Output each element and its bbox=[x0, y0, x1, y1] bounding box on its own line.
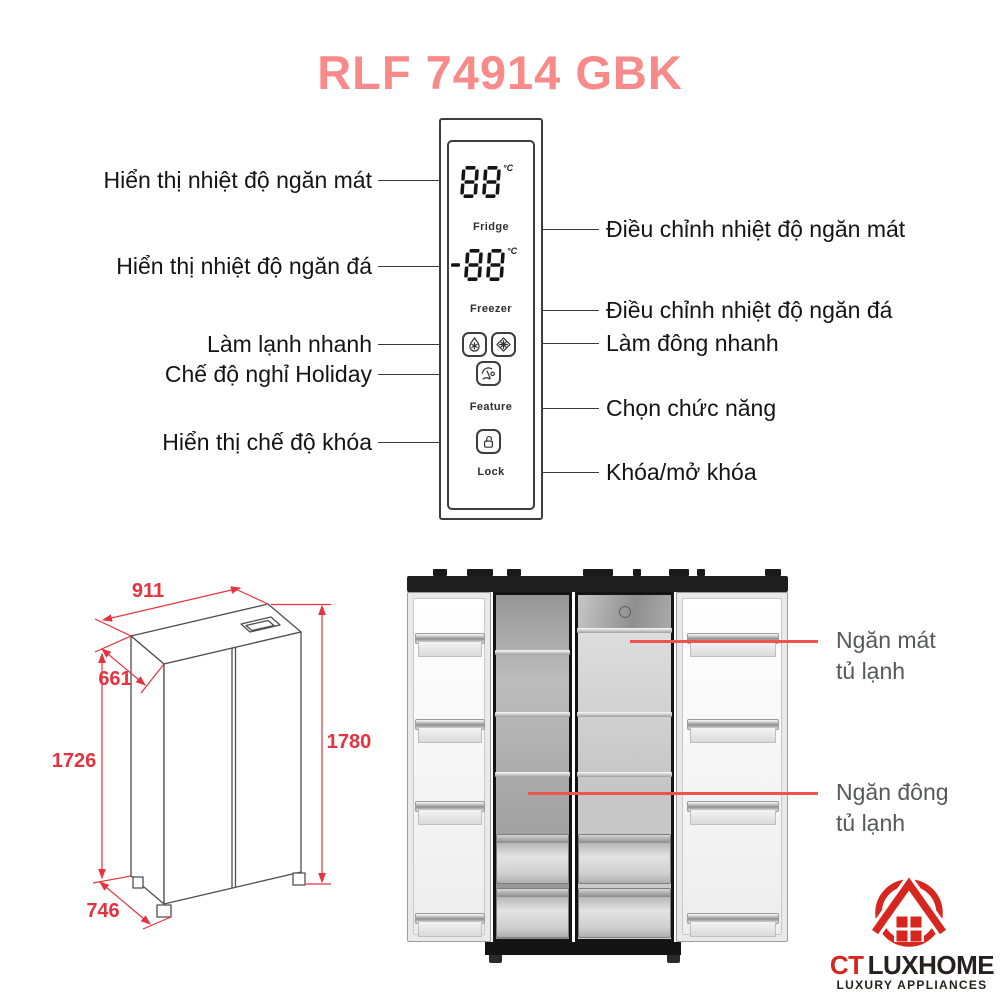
shelf bbox=[495, 650, 570, 655]
hinge-knob bbox=[765, 569, 781, 576]
door-bin bbox=[687, 719, 779, 743]
fridge-interior bbox=[578, 629, 671, 939]
callout-line bbox=[543, 310, 599, 311]
fridge-temp-digits bbox=[460, 166, 501, 203]
callout-line bbox=[543, 472, 599, 473]
door-bin bbox=[415, 719, 485, 743]
callout-line bbox=[378, 442, 439, 443]
feature-label: Feature bbox=[469, 401, 513, 413]
fridge-label: Fridge bbox=[472, 221, 509, 233]
fridge-photo bbox=[405, 566, 790, 966]
fridge-foot bbox=[489, 955, 502, 963]
dimension-lines bbox=[92, 586, 331, 930]
fridge-compartment-label: Ngăn mát tủ lạnh bbox=[836, 625, 936, 687]
door-bin bbox=[687, 801, 779, 825]
callout-label-quick-freeze: Làm đông nhanh bbox=[606, 329, 779, 356]
dim-bottom-depth: 746 bbox=[86, 900, 119, 922]
callout-label-quick-cool: Làm lạnh nhanh bbox=[207, 330, 372, 357]
fridge-drawer bbox=[578, 834, 671, 884]
door-bin bbox=[415, 801, 485, 825]
logo-house-icon bbox=[869, 873, 949, 947]
label-line: tủ lạnh bbox=[836, 658, 906, 684]
freezer-temp-unit: °C bbox=[507, 246, 518, 256]
brand-tagline: LUXURY APPLIANCES bbox=[836, 978, 988, 992]
dim-top-width: 911 bbox=[132, 580, 164, 602]
freezer-temp-digits bbox=[450, 249, 505, 286]
fridge-outline bbox=[130, 603, 306, 918]
callout-label-freezer-temp-adjust: Điều chỉnh nhiệt độ ngăn đá bbox=[606, 296, 893, 323]
fridge-cavity bbox=[575, 592, 674, 942]
freezer-temp-display: °C bbox=[450, 246, 518, 286]
lock-icon bbox=[484, 435, 493, 448]
freezer-compartment-label: Ngăn đông tủ lạnh bbox=[836, 777, 949, 839]
callout-line bbox=[378, 180, 439, 181]
door-bin bbox=[415, 913, 485, 937]
freezer-cavity bbox=[493, 592, 572, 942]
fridge-door-open bbox=[676, 592, 788, 942]
brand-name-luxhome: LUXHOME bbox=[867, 950, 995, 980]
shelf bbox=[495, 712, 570, 717]
door-bin bbox=[415, 633, 485, 657]
freezer-compartment-pointer bbox=[528, 792, 818, 795]
fridge-temp-unit: °C bbox=[503, 163, 514, 173]
shelf bbox=[495, 772, 570, 777]
freezer-label: Freezer bbox=[470, 303, 512, 315]
quick-freeze-icon bbox=[496, 337, 511, 352]
quick-cool-button bbox=[462, 332, 487, 357]
freezer-door-open bbox=[407, 592, 491, 942]
interior-top-panel bbox=[578, 595, 671, 629]
callout-line bbox=[378, 374, 439, 375]
callout-line bbox=[378, 344, 439, 345]
lock-button bbox=[476, 429, 501, 454]
fridge-drawer bbox=[578, 888, 671, 938]
shelf bbox=[577, 712, 672, 717]
dimension-diagram: 911 661 1726 1780 746 bbox=[52, 580, 372, 930]
fridge-base bbox=[485, 942, 681, 955]
freezer-drawer bbox=[496, 834, 569, 884]
holiday-mode-button bbox=[476, 361, 501, 386]
quick-freeze-button bbox=[491, 332, 516, 357]
callout-line bbox=[378, 266, 439, 267]
hinge-knob bbox=[507, 569, 521, 576]
callout-label-lock-unlock: Khóa/mở khóa bbox=[606, 458, 757, 485]
hinge-knob bbox=[633, 569, 641, 576]
callout-line bbox=[543, 408, 599, 409]
shelf bbox=[577, 628, 672, 633]
label-line: Ngăn mát bbox=[836, 627, 936, 653]
callout-line bbox=[543, 343, 599, 344]
callout-line bbox=[543, 229, 599, 230]
door-bin bbox=[687, 913, 779, 937]
emblem-icon bbox=[619, 606, 631, 618]
lock-label: Lock bbox=[477, 466, 505, 478]
fridge-foot bbox=[667, 955, 680, 963]
hinge-knob bbox=[669, 569, 689, 576]
callout-label-fridge-temp-display: Hiển thị nhiệt độ ngăn mát bbox=[103, 166, 372, 193]
callout-label-holiday-mode: Chế độ nghỉ Holiday bbox=[164, 360, 372, 387]
hinge-knob bbox=[697, 569, 705, 576]
product-title: RLF 74914 GBK bbox=[317, 46, 683, 99]
callout-label-lock-display: Hiển thị chế độ khóa bbox=[162, 428, 372, 455]
freezer-drawer bbox=[496, 888, 569, 938]
brand-name-ct: CT bbox=[829, 950, 864, 980]
quick-cool-icon bbox=[469, 337, 480, 352]
fridge-compartment-pointer bbox=[630, 640, 818, 643]
dim-left-height: 1726 bbox=[52, 750, 97, 772]
dim-top-depth: 661 bbox=[98, 668, 131, 690]
shelf bbox=[577, 772, 672, 777]
holiday-icon bbox=[481, 367, 495, 380]
hinge-knob bbox=[433, 569, 447, 576]
fridge-temp-display: °C bbox=[460, 163, 514, 203]
fridge-top-frame bbox=[407, 576, 788, 592]
door-bin bbox=[687, 633, 779, 657]
label-line: tủ lạnh bbox=[836, 810, 906, 836]
dim-right-height: 1780 bbox=[327, 731, 372, 753]
label-line: Ngăn đông bbox=[836, 779, 949, 805]
callout-label-function-select: Chọn chức năng bbox=[606, 394, 777, 421]
hinge-knob bbox=[467, 569, 493, 576]
callout-label-freezer-temp-display: Hiển thị nhiệt độ ngăn đá bbox=[116, 252, 372, 279]
callout-label-fridge-temp-adjust: Điều chỉnh nhiệt độ ngăn mát bbox=[606, 215, 906, 242]
hinge-knob bbox=[583, 569, 613, 576]
